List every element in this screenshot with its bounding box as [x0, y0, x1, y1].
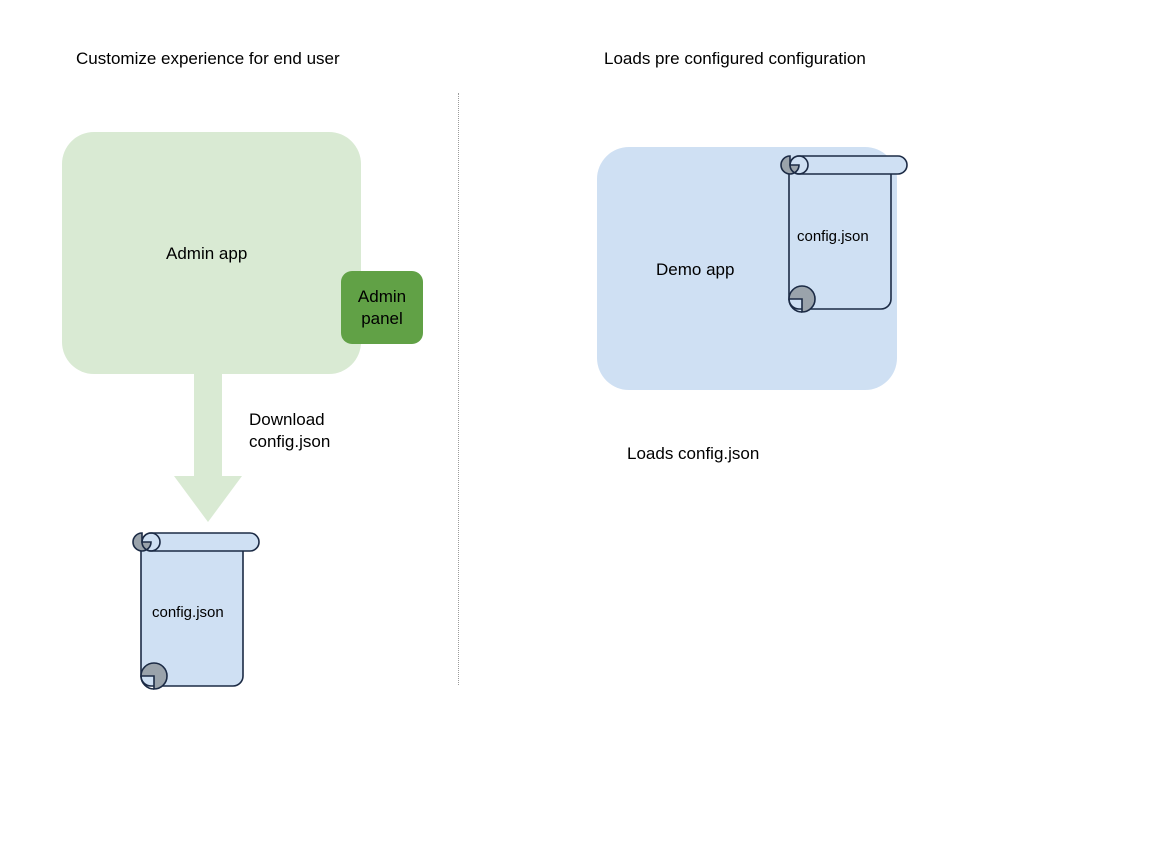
config-json-label-right: config.json — [797, 228, 869, 245]
left-panel-heading: Customize experience for end user — [76, 49, 340, 68]
admin-panel-label-line2: panel — [361, 308, 403, 328]
config-json-document-right[interactable] — [768, 151, 913, 313]
right-panel-heading: Loads pre configured configuration — [604, 49, 866, 68]
config-json-document-left[interactable] — [120, 528, 265, 690]
demo-app-label: Demo app — [656, 260, 735, 279]
download-arrow-label-line1: Download — [249, 410, 325, 429]
admin-panel-label: Admin panel — [341, 271, 423, 344]
download-arrow-icon — [174, 372, 242, 522]
admin-app-box[interactable]: Admin panel — [62, 132, 423, 374]
admin-panel-box[interactable]: Admin panel — [341, 271, 423, 344]
download-arrow-label-line2: config.json — [249, 432, 331, 451]
loads-config-caption: Loads config.json — [627, 444, 760, 463]
panel-divider — [458, 93, 459, 685]
config-json-label-left: config.json — [152, 604, 224, 621]
admin-app-label: Admin app — [166, 244, 248, 263]
admin-panel-label-line1: Admin — [357, 286, 407, 306]
download-arrow-label: Download config.json — [249, 409, 330, 453]
